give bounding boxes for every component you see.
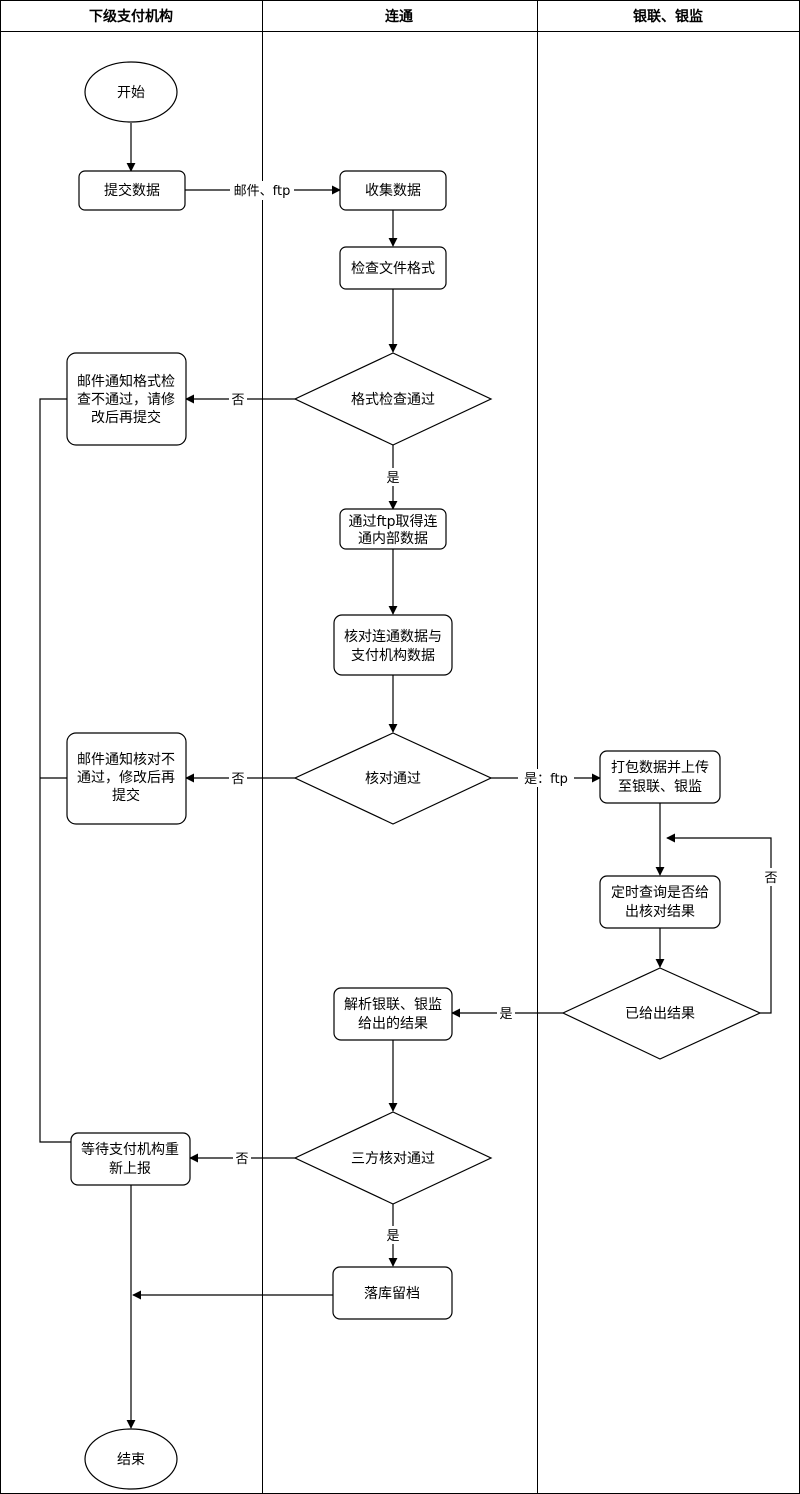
node-archive-label: 落库留档 xyxy=(364,1286,420,1302)
lane-header-sub-payment-institution: 下级支付机构 xyxy=(89,8,173,25)
node-has-result xyxy=(561,967,762,1060)
edge-no-result-loop xyxy=(666,833,772,1014)
node-poll-result xyxy=(599,875,721,929)
node-package-upload xyxy=(599,750,721,804)
node-package-upload-line-2: 至银联、银监 xyxy=(618,779,702,795)
node-parse-result-line-2: 给出的结果 xyxy=(358,1016,428,1032)
edge-label-yes-ftp: 是：ftp xyxy=(524,772,568,787)
node-reconcile-line-2: 支付机构数据 xyxy=(351,648,435,664)
node-reconcile-fail-notice-line-1: 邮件通知核对不 xyxy=(77,751,175,768)
edge-label-no-three-way: 否 xyxy=(235,1152,248,1167)
node-wait-resubmit-line-2: 新上报 xyxy=(109,1161,151,1177)
node-reconcile-fail-notice-line-3: 提交 xyxy=(112,787,140,804)
edge-label-yes-three-way: 是 xyxy=(386,1229,399,1244)
node-reconcile-pass-label: 核对通过 xyxy=(365,771,421,787)
node-fetch-internal xyxy=(339,508,447,550)
node-has-result-label: 已给出结果 xyxy=(625,1006,695,1022)
node-format-fail-notice-line-1: 邮件通知格式检 xyxy=(77,373,175,390)
node-archive xyxy=(332,1266,453,1320)
node-wait-resubmit xyxy=(70,1132,191,1186)
node-reconcile-fail-notice xyxy=(66,732,187,825)
edge-label-no-format: 否 xyxy=(231,393,244,408)
node-poll-result-line-2: 出核对结果 xyxy=(625,904,695,920)
node-end xyxy=(84,1428,178,1490)
node-fetch-internal-line-1: 通过ftp取得连 xyxy=(348,513,437,530)
node-reconcile-pass xyxy=(293,732,493,825)
node-format-fail-notice xyxy=(66,352,187,446)
node-format-fail-notice-line-3: 改后再提交 xyxy=(91,409,161,426)
edge-label-no-result: 否 xyxy=(764,871,777,886)
node-three-way-pass xyxy=(293,1111,493,1205)
node-start-label: 开始 xyxy=(117,85,145,101)
node-end-label: 结束 xyxy=(117,1452,145,1468)
node-package-upload-line-1: 打包数据并上传 xyxy=(611,759,709,776)
node-poll-result-line-1: 定时查询是否给 xyxy=(611,885,709,901)
node-submit xyxy=(78,170,186,211)
node-collect-label: 收集数据 xyxy=(365,182,421,199)
edge-label-yes-result: 是 xyxy=(499,1007,512,1022)
edge-label-mail-ftp: 邮件、ftp xyxy=(234,184,291,199)
edge-label-no-reconcile: 否 xyxy=(231,772,244,787)
node-fetch-internal-line-2: 通内部数据 xyxy=(358,531,428,547)
lane-header-liantong: 连通 xyxy=(385,8,413,25)
node-collect xyxy=(339,170,447,211)
node-reconcile xyxy=(333,614,453,676)
node-wait-resubmit-line-1: 等待支付机构重 xyxy=(81,1141,179,1158)
node-format-pass xyxy=(293,352,493,446)
node-start xyxy=(84,61,178,123)
node-check-format-label: 检查文件格式 xyxy=(351,261,435,277)
node-reconcile-fail-notice-line-2: 通过，修改后再 xyxy=(77,770,175,786)
lane-header-unionpay-regulator: 银联、银监 xyxy=(633,8,703,25)
node-format-pass-label: 格式检查通过 xyxy=(351,392,435,408)
node-three-way-pass-label: 三方核对通过 xyxy=(351,1151,435,1167)
node-submit-label: 提交数据 xyxy=(104,182,160,199)
node-check-format xyxy=(339,246,447,290)
edge-label-yes-format: 是 xyxy=(386,471,399,486)
node-parse-result xyxy=(333,987,453,1041)
node-format-fail-notice-line-2: 查不通过，请修 xyxy=(77,392,175,408)
node-reconcile-line-1: 核对连通数据与 xyxy=(344,629,442,645)
node-parse-result-line-1: 解析银联、银监 xyxy=(344,997,442,1013)
